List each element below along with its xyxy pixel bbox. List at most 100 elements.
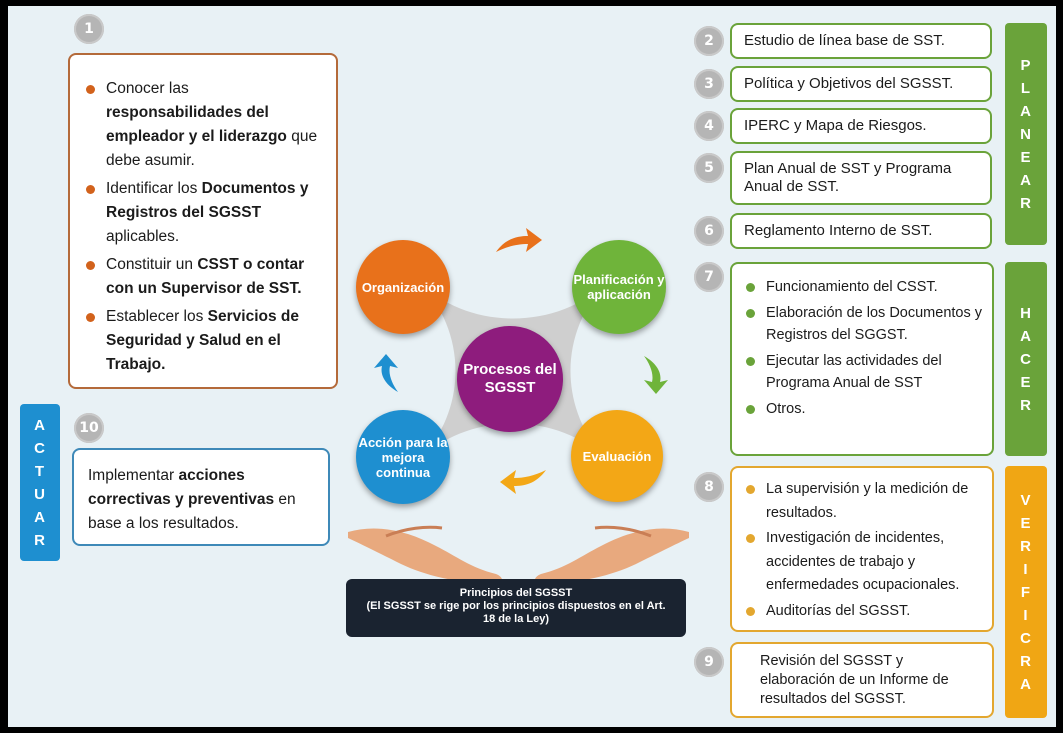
phase-letter: A xyxy=(1020,171,1032,189)
bullet-dot-icon xyxy=(746,606,755,616)
bullet-dot-icon xyxy=(746,356,755,366)
step8-list: La supervisión y la medición de resultad… xyxy=(744,478,982,623)
bullet-dot-icon xyxy=(746,404,755,414)
list-item: Establecer los Servicios de Seguridad y … xyxy=(84,305,326,377)
organizacion-circle: Organización xyxy=(356,240,450,334)
text: Otros. xyxy=(766,400,806,417)
list-item: Ejecutar las actividades del Programa An… xyxy=(744,350,982,395)
phase-letter: R xyxy=(1020,194,1032,212)
text: Implementar xyxy=(88,467,179,484)
step9-text: Revisión del SGSST y elaboración de un I… xyxy=(760,653,949,707)
list-item: Otros. xyxy=(744,398,982,421)
phase-letter: H xyxy=(1020,304,1032,322)
step7-box: Funcionamiento del CSST. Elaboración de l… xyxy=(730,262,994,456)
bold-text: CSST o contar con un Supervisor de SST. xyxy=(106,256,305,297)
phase-letter: F xyxy=(1020,583,1032,601)
step-number-badge: 9 xyxy=(694,647,724,677)
phase-letter: T xyxy=(34,462,46,480)
step10-box: Implementar acciones correctivas y preve… xyxy=(72,448,330,546)
text: Auditorías del SGSST. xyxy=(766,602,911,619)
step-box: Plan Anual de SST y Programa Anual de SS… xyxy=(730,151,992,205)
text: Identificar los xyxy=(106,180,202,197)
text: en base a los resultados. xyxy=(88,491,296,532)
phase-letter: P xyxy=(1020,56,1032,74)
step-number-badge: 3 xyxy=(694,69,724,99)
phase-letter: R xyxy=(1020,396,1032,414)
bullet-dot-icon xyxy=(86,261,95,270)
phase-letter: R xyxy=(34,531,46,549)
list-item: Investigación de incidentes, accidentes … xyxy=(744,527,982,598)
procesos-center-circle: Procesos del SGSST xyxy=(457,326,563,432)
step-box: Estudio de línea base de SST. xyxy=(730,23,992,59)
text: Investigación de incidentes, accidentes … xyxy=(766,530,960,593)
phase-letter: N xyxy=(1020,125,1032,143)
list-item: Elaboración de los Documentos y Registro… xyxy=(744,302,982,347)
evaluacion-circle: Evaluación xyxy=(571,410,663,502)
step-number-badge: 10 xyxy=(74,413,104,443)
arrow-left-icon xyxy=(500,470,546,494)
phase-letter: A xyxy=(1020,327,1032,345)
step-number-badge: 5 xyxy=(694,153,724,183)
text: Elaboración de los Documentos y Registro… xyxy=(766,304,983,344)
phase-letter: E xyxy=(1020,514,1032,532)
bullet-dot-icon xyxy=(746,308,755,318)
phase-letter: U xyxy=(34,485,46,503)
principios-title: Principios del SGSST xyxy=(459,587,573,599)
step1-list: Conocer las responsabilidades del emplea… xyxy=(84,77,326,377)
bullet-dot-icon xyxy=(746,485,755,494)
list-item: Constituir un CSST o contar con un Super… xyxy=(84,253,326,301)
text: Establecer los xyxy=(106,308,208,325)
phase-letter: R xyxy=(1020,537,1032,555)
text: Ejecutar las actividades del Programa An… xyxy=(766,352,942,392)
step10-text: Implementar acciones correctivas y preve… xyxy=(88,467,296,532)
phase-letter: R xyxy=(1020,652,1032,670)
step-number-badge: 7 xyxy=(694,262,724,292)
step-box: Reglamento Interno de SST. xyxy=(730,213,992,249)
phase-letter: A xyxy=(1020,675,1032,693)
phase-letter: A xyxy=(34,508,46,526)
text: que debe asumir. xyxy=(106,128,318,169)
phase-letter: A xyxy=(1020,102,1032,120)
list-item: Conocer las responsabilidades del emplea… xyxy=(84,77,326,173)
step-number-badge: 4 xyxy=(694,111,724,141)
list-item: La supervisión y la medición de resultad… xyxy=(744,478,982,525)
hands-illustration xyxy=(348,525,689,585)
text: aplicables. xyxy=(106,228,180,245)
bullet-dot-icon xyxy=(746,283,755,292)
arrow-down-icon xyxy=(644,356,668,394)
step7-list: Funcionamiento del CSST. Elaboración de l… xyxy=(744,276,982,420)
step-number-badge: 8 xyxy=(694,472,724,502)
bullet-dot-icon xyxy=(86,185,95,194)
bullet-dot-icon xyxy=(746,534,755,543)
phase-letter: E xyxy=(1020,148,1032,166)
phase-letter: A xyxy=(34,416,46,434)
phase-letter: C xyxy=(1020,629,1032,647)
phase-letter: V xyxy=(1020,491,1032,509)
principios-text: (El SGSST se rige por los principios dis… xyxy=(366,600,666,625)
arrow-up-icon xyxy=(374,354,398,392)
step-number-badge: 1 xyxy=(74,14,104,44)
phase-letter: I xyxy=(1023,560,1029,578)
bold-text: Servicios de Seguridad y Salud en el Tra… xyxy=(106,308,299,373)
phase-letter: I xyxy=(1023,606,1029,624)
list-item: Funcionamiento del CSST. xyxy=(744,276,982,299)
text: Funcionamiento del CSST. xyxy=(766,279,938,295)
text: Conocer las xyxy=(106,80,189,97)
step9-box: Revisión del SGSST y elaboración de un I… xyxy=(730,642,994,718)
list-item: Auditorías del SGSST. xyxy=(744,600,982,624)
step1-box: Conocer las responsabilidades del emplea… xyxy=(68,53,338,389)
principios-box: Principios del SGSST (El SGSST se rige p… xyxy=(346,579,686,637)
phase-letter: L xyxy=(1020,79,1032,97)
phase-letter: C xyxy=(34,439,46,457)
step-number-badge: 2 xyxy=(694,26,724,56)
phase-letter: C xyxy=(1020,350,1032,368)
bullet-dot-icon xyxy=(86,313,95,322)
step-box: IPERC y Mapa de Riesgos. xyxy=(730,108,992,144)
step8-box: La supervisión y la medición de resultad… xyxy=(730,466,994,632)
bold-text: responsabilidades del empleador y el lid… xyxy=(106,104,287,145)
planificacion-circle: Planificación y aplicación xyxy=(572,240,666,334)
step-box: Política y Objetivos del SGSST. xyxy=(730,66,992,102)
